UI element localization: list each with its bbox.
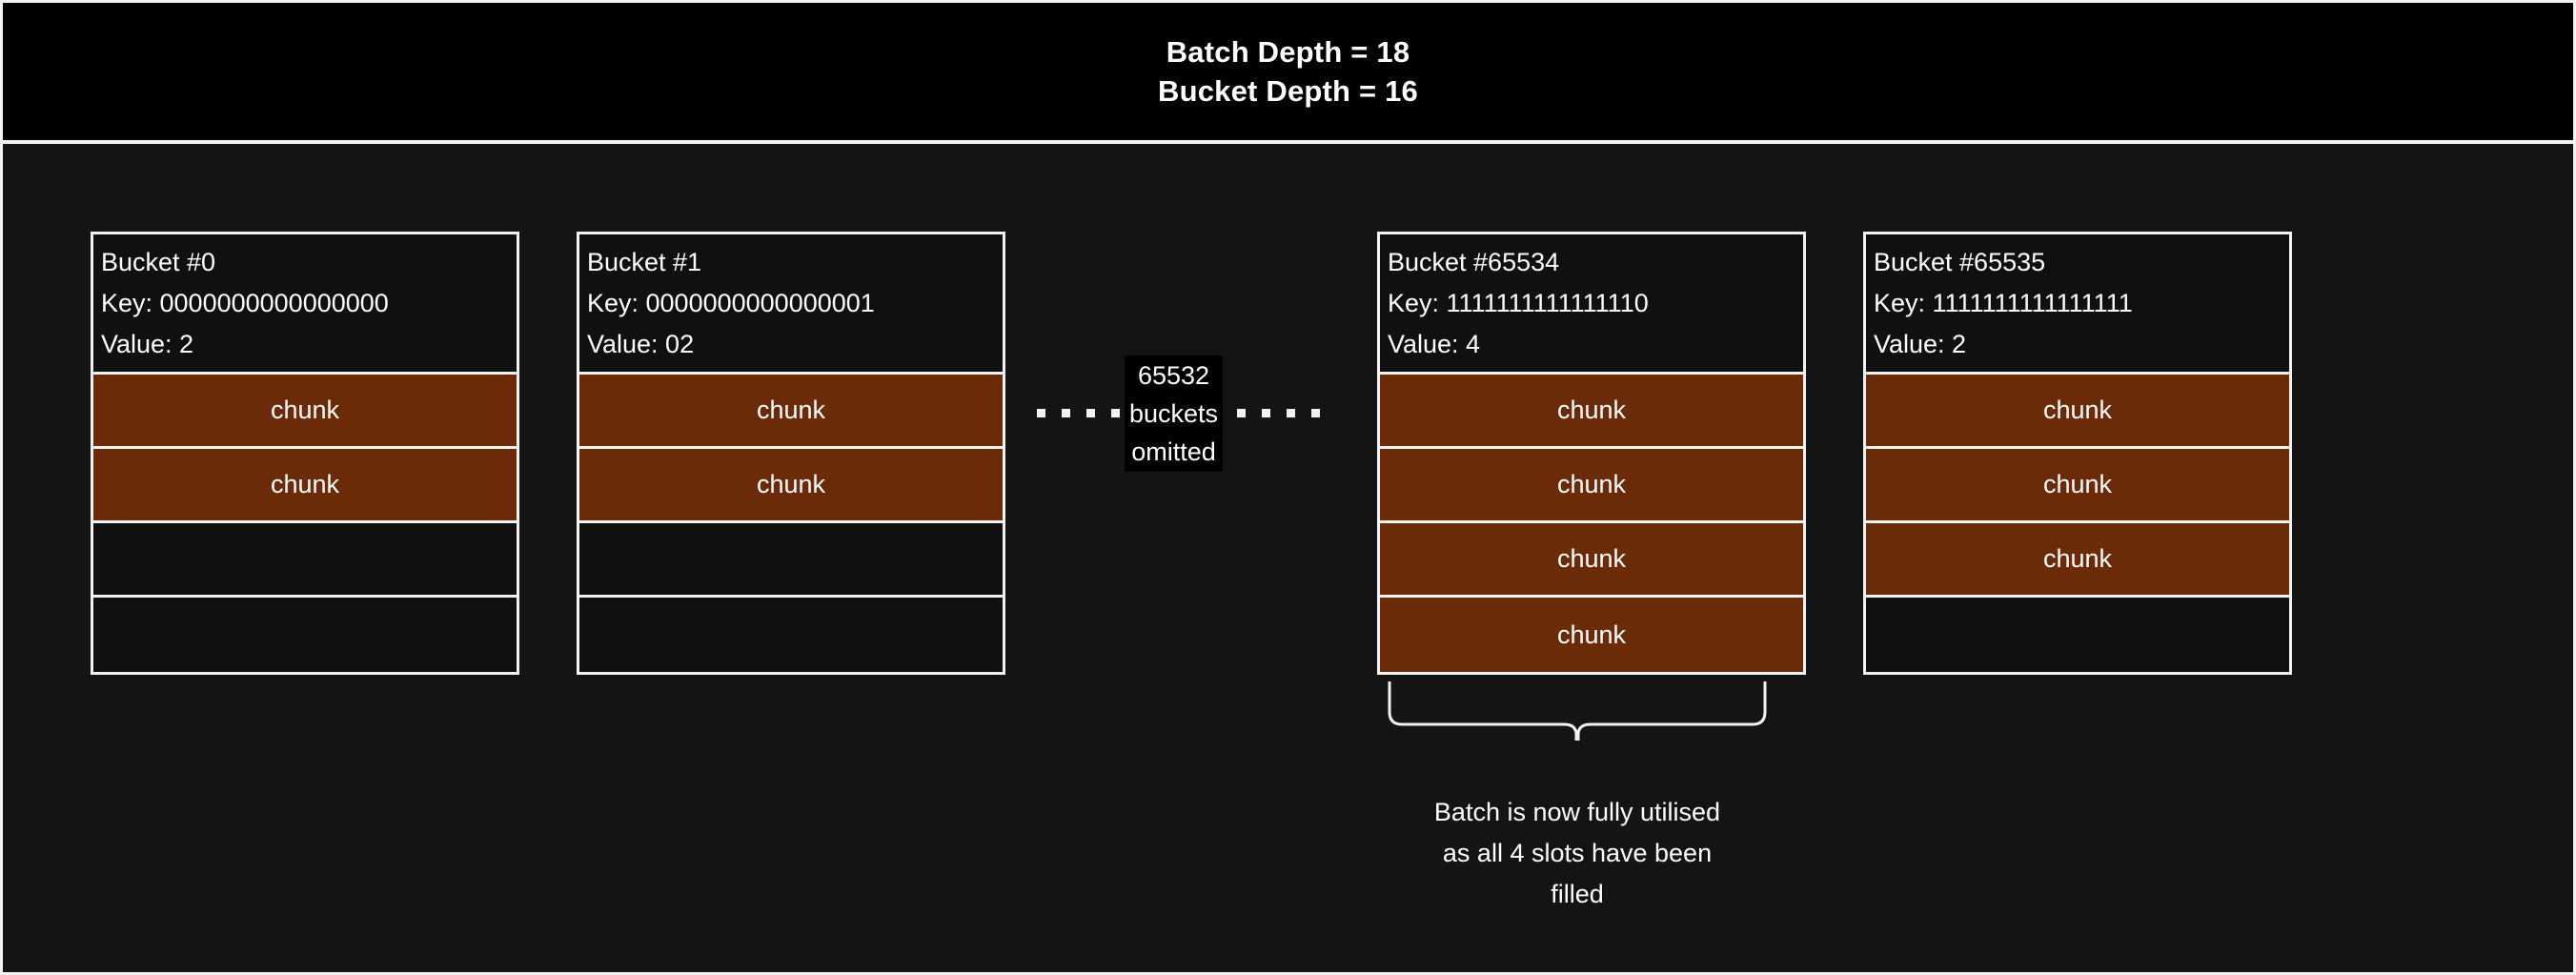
bucket-value-65535: Value: 2 [1874, 330, 1967, 358]
chunk-label: chunk [2042, 544, 2113, 573]
empty-slot [1866, 598, 2289, 672]
omitted-line-3: omitted [1131, 437, 1216, 466]
bucket-card-0: Bucket #0 Key: 0000000000000000 Value: 2… [91, 232, 519, 675]
bucket-value-1: Value: 02 [587, 330, 695, 358]
empty-slot [93, 598, 517, 672]
caption-line-1: Batch is now fully utilised [1433, 798, 1721, 826]
bucket-header-0: Bucket #0 Key: 0000000000000000 Value: 2 [93, 234, 517, 375]
caption-line-3: filled [1551, 880, 1604, 908]
bucket-slots-65534: chunk chunk chunk chunk [1380, 375, 1803, 672]
chunk-slot: chunk [1866, 375, 2289, 449]
omitted-buckets-annotation: 65532 buckets omitted [1037, 355, 1323, 472]
batch-depth-label: Batch Depth = 18 [1166, 35, 1410, 69]
bucket-key-0: Key: 0000000000000000 [101, 289, 389, 317]
bucket-slots-0: chunk chunk [93, 375, 517, 672]
chunk-label: chunk [1556, 396, 1627, 424]
chunk-slot: chunk [93, 375, 517, 449]
omitted-count-label: 65532 buckets omitted [1125, 355, 1224, 472]
bucket-key-65534: Key: 1111111111111110 [1388, 289, 1649, 317]
bucket-header-1: Bucket #1 Key: 0000000000000001 Value: 0… [579, 234, 1003, 375]
chunk-slot: chunk [1380, 598, 1803, 672]
bucket-header-65534: Bucket #65534 Key: 1111111111111110 Valu… [1380, 234, 1803, 375]
empty-slot [579, 523, 1003, 598]
dot-icon [1062, 409, 1070, 417]
empty-slot [579, 598, 1003, 672]
chunk-label: chunk [270, 396, 340, 424]
bucket-card-1: Bucket #1 Key: 0000000000000001 Value: 0… [577, 232, 1005, 675]
bucket-title-65534: Bucket #65534 [1388, 248, 1560, 276]
chunk-label: chunk [1556, 470, 1627, 498]
caption-line-2: as all 4 slots have been [1442, 839, 1713, 867]
bucket-header-65535: Bucket #65535 Key: 1111111111111111 Valu… [1866, 234, 2289, 375]
chunk-slot: chunk [1380, 523, 1803, 598]
chunk-slot: chunk [93, 449, 517, 523]
chunk-slot: chunk [1380, 375, 1803, 449]
chunk-slot: chunk [579, 375, 1003, 449]
chunk-label: chunk [270, 470, 340, 498]
chunk-slot: chunk [1866, 523, 2289, 598]
omitted-line-2: buckets [1129, 399, 1219, 428]
empty-slot [93, 523, 517, 598]
dot-icon [1287, 409, 1295, 417]
chunk-label: chunk [756, 396, 826, 424]
bucket-key-65535: Key: 1111111111111111 [1874, 289, 2133, 317]
bucket-title-0: Bucket #0 [101, 248, 216, 276]
bucket-title-1: Bucket #1 [587, 248, 702, 276]
dot-icon [1037, 409, 1045, 417]
bucket-card-65534: Bucket #65534 Key: 1111111111111110 Valu… [1377, 232, 1806, 675]
dot-icon [1262, 409, 1270, 417]
bucket-key-1: Key: 0000000000000001 [587, 289, 875, 317]
batch-full-caption: Batch is now fully utilised as all 4 slo… [1356, 792, 1798, 915]
curly-brace-icon [1387, 681, 1768, 741]
omitted-line-1: 65532 [1137, 361, 1210, 390]
ellipsis-dots-right [1237, 409, 1320, 417]
dot-icon [1111, 409, 1120, 417]
diagram-header: Batch Depth = 18 Bucket Depth = 16 [3, 3, 2573, 144]
bucket-title-65535: Bucket #65535 [1874, 248, 2046, 276]
ellipsis-dots-left [1037, 409, 1120, 417]
chunk-slot: chunk [1380, 449, 1803, 523]
chunk-label: chunk [756, 470, 826, 498]
chunk-label: chunk [2042, 470, 2113, 498]
chunk-label: chunk [1556, 620, 1627, 649]
bucket-slots-1: chunk chunk [579, 375, 1003, 672]
bucket-card-65535: Bucket #65535 Key: 1111111111111111 Valu… [1863, 232, 2292, 675]
bucket-value-0: Value: 2 [101, 330, 194, 358]
bucket-value-65534: Value: 4 [1388, 330, 1481, 358]
chunk-slot: chunk [579, 449, 1003, 523]
chunk-label: chunk [2042, 396, 2113, 424]
bucket-depth-label: Bucket Depth = 16 [1157, 74, 1418, 108]
dot-icon [1237, 409, 1246, 417]
dot-icon [1086, 409, 1095, 417]
bucket-slots-65535: chunk chunk chunk [1866, 375, 2289, 672]
chunk-slot: chunk [1866, 449, 2289, 523]
chunk-label: chunk [1556, 544, 1627, 573]
dot-icon [1311, 409, 1320, 417]
